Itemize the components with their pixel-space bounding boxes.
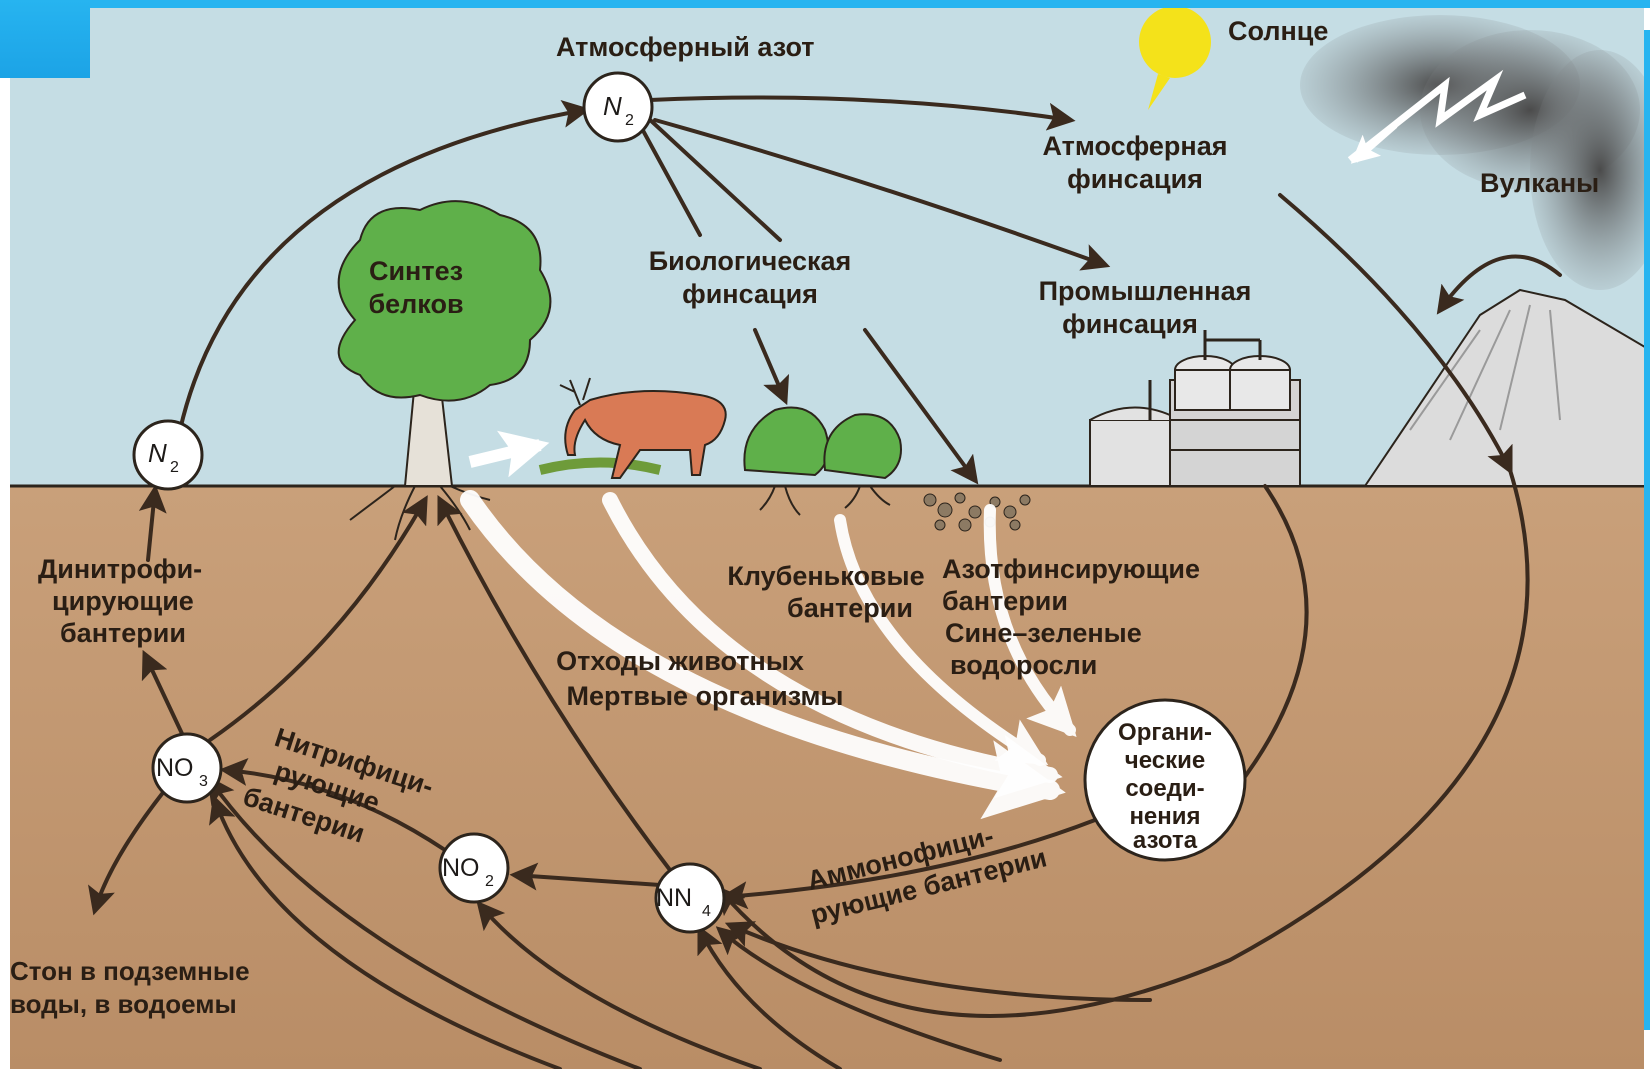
node-organic-nitrogen: Органи- ческие соеди- нения азота [1085,700,1245,860]
node-no2-sub: 2 [485,873,494,890]
organic-line-3: соеди- [1125,775,1204,802]
node-n2-left-sub: 2 [170,459,179,476]
label-industrial-fixation-1: Промышленная [1039,276,1252,306]
label-industrial-fixation-2: финсация [1062,309,1198,339]
label-nodule-bacteria-2: бантерии [787,593,913,623]
node-n2-left: N 2 [134,421,202,489]
label-nitrogen-fixing-4: водоросли [950,650,1097,680]
node-n2-top-sub: 2 [625,112,634,129]
label-atmospheric-fixation-1: Атмосферная [1043,131,1228,161]
label-denitrifying-2: цирующие [52,586,194,616]
node-n2-top: N 2 [584,73,652,141]
node-n2-top-label: N [603,91,622,121]
label-runoff-2: воды, в водоемы [10,989,237,1019]
label-animal-waste-1: Отходы животных [556,646,804,676]
node-no2: NO 2 [440,834,508,902]
label-denitrifying-3: бантерии [60,618,186,648]
node-nh4: NN 4 [656,864,724,932]
node-nh4-label: NN [656,884,692,912]
slide-top-accent [0,0,1650,8]
label-biological-fixation-2: финсация [682,279,818,309]
slide-corner-accent [0,0,90,78]
node-no3-label: NO [156,754,194,782]
label-atmospheric-nitrogen: Атмосферный азот [556,32,815,62]
organic-line-2: ческие [1125,747,1205,774]
node-no3-sub: 3 [199,773,208,790]
node-no2-label: NO [442,854,480,882]
label-nitrogen-fixing-3: Сине–зеленые [945,618,1142,648]
node-n2-left-label: N [148,438,167,468]
organic-line-1: Органи- [1118,719,1212,746]
label-sun: Солнце [1228,16,1328,46]
label-runoff-1: Стон в подземные [10,956,250,986]
label-nodule-bacteria-1: Клубеньковые [727,561,924,591]
node-no3: NO 3 [153,734,221,802]
label-volcanoes: Вулканы [1480,168,1599,198]
node-nh4-sub: 4 [702,903,711,920]
organic-line-5: азота [1133,827,1198,854]
label-biological-fixation-1: Биологическая [649,246,852,276]
label-protein-synthesis-1: Синтез [369,256,463,286]
label-denitrifying-1: Динитрофи- [38,554,202,584]
organic-line-4: нения [1129,803,1200,830]
slide-right-accent [1644,30,1650,1030]
label-nitrogen-fixing-2: бантерии [942,586,1068,616]
label-nitrogen-fixing-1: Азотфинсирующие [942,554,1200,584]
label-animal-waste-2: Мертвые организмы [567,681,844,711]
label-protein-synthesis-2: белков [368,289,463,319]
label-atmospheric-fixation-2: финсация [1067,164,1203,194]
